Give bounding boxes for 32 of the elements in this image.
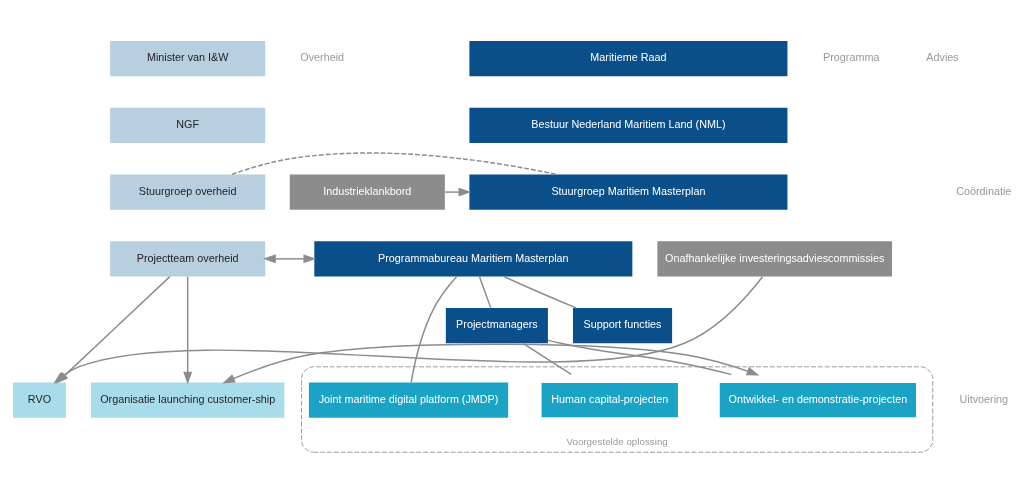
- node-box: Support functies: [572, 307, 673, 344]
- node-box: Organisatie launching customer-ship: [91, 382, 285, 418]
- connector: [547, 339, 733, 376]
- label: Uitvoering: [959, 392, 1009, 405]
- arrow: [263, 254, 317, 264]
- node-box: Onafhankelijke investeringsadviescommissies: [657, 241, 892, 277]
- node-box: Stuurgroep overheid: [110, 174, 266, 210]
- connector: [410, 276, 458, 384]
- arrow: [222, 343, 760, 384]
- label: Coördinatie: [956, 184, 1012, 197]
- node-box: Human capital-projecten: [540, 382, 679, 419]
- node-box: NGF: [110, 107, 266, 143]
- arrow: [444, 187, 472, 197]
- arrow: [183, 275, 193, 385]
- node-box: Programmabureau Maritiem Masterplan: [314, 241, 633, 277]
- node-box: Projectmanagers: [445, 307, 548, 344]
- label: Advies: [926, 51, 959, 64]
- node-box: Ontwikkel- en demonstratie-projecten: [718, 382, 917, 419]
- node-box: Stuurgroep Maritiem Masterplan: [469, 174, 788, 210]
- connector: [478, 276, 492, 309]
- node-box: Industrieklankbord: [289, 174, 445, 210]
- node-box: Projectteam overheid: [110, 241, 266, 277]
- label: Programma: [823, 51, 880, 64]
- label: Overheid: [300, 51, 345, 64]
- node-box: RVO: [12, 382, 66, 418]
- connector: [522, 342, 573, 376]
- node-box: Joint maritime digital platform (JMDP): [308, 382, 509, 418]
- node-box: Minister van I&W: [110, 40, 266, 77]
- node-box: Maritieme Raad: [469, 40, 788, 77]
- node-box: Bestuur Nederland Maritiem Land (NML): [469, 107, 788, 143]
- connector: [503, 275, 577, 309]
- connector: [231, 152, 558, 176]
